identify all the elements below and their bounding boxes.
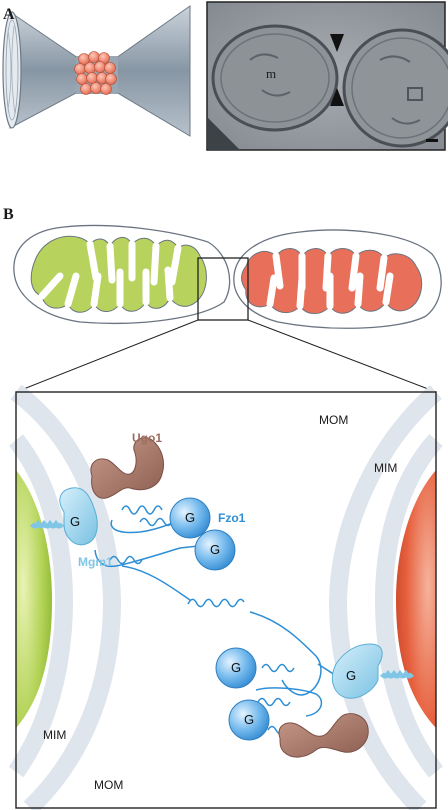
zoom-panel — [8, 384, 444, 810]
ugo1-label: Ugo1 — [132, 431, 162, 445]
right-mitochondrion — [233, 229, 442, 329]
right-matrix-sphere — [396, 470, 436, 728]
left-mim-membrane — [8, 434, 74, 778]
zoom-box — [197, 257, 249, 321]
hourglass-illustration — [2, 5, 191, 137]
mgm1-right-g-label: G — [346, 668, 357, 683]
fzo1-g-label-1: G — [185, 510, 196, 525]
fzo1-g-label-3: G — [231, 660, 242, 675]
panel-label-b: B — [3, 206, 14, 223]
mom-label-right: MOM — [319, 413, 349, 427]
mom-label-left: MOM — [94, 778, 124, 792]
mgm1-label: Mgm1 — [78, 555, 113, 569]
fzo1-gtpase-2 — [194, 529, 236, 571]
arrowhead-bottom — [330, 88, 344, 106]
arrowhead-top — [330, 34, 344, 52]
panel-label-a: A — [3, 6, 15, 23]
fzo1-g-label-4: G — [244, 712, 255, 727]
ugo1-protein-bottom — [278, 713, 369, 758]
fzo1-gtpase-3 — [215, 647, 257, 689]
mgm1-left-g-label: G — [70, 514, 81, 529]
mim-label-left: MIM — [43, 728, 67, 742]
mgm1-protein-left — [59, 487, 98, 546]
fzo1-g-label-2: G — [210, 542, 221, 557]
right-mim-membrane — [374, 433, 444, 778]
right-mom-membrane — [328, 385, 442, 810]
fzo1-gtpase-1 — [169, 497, 211, 539]
mgm1-protein-right — [332, 643, 383, 699]
micrograph-m-label: m — [266, 66, 277, 81]
left-mom-membrane — [10, 384, 122, 810]
mim-label-right: MIM — [374, 461, 398, 475]
constriction-ring — [74, 51, 117, 95]
left-mitochondrion — [13, 224, 231, 324]
fzo1-label: Fzo1 — [218, 511, 246, 525]
ugo1-protein-top — [90, 437, 165, 499]
electron-micrograph — [206, 1, 448, 151]
scale-bar — [426, 139, 438, 142]
left-matrix-sphere — [16, 470, 52, 728]
fzo1-gtpase-4 — [228, 699, 270, 741]
